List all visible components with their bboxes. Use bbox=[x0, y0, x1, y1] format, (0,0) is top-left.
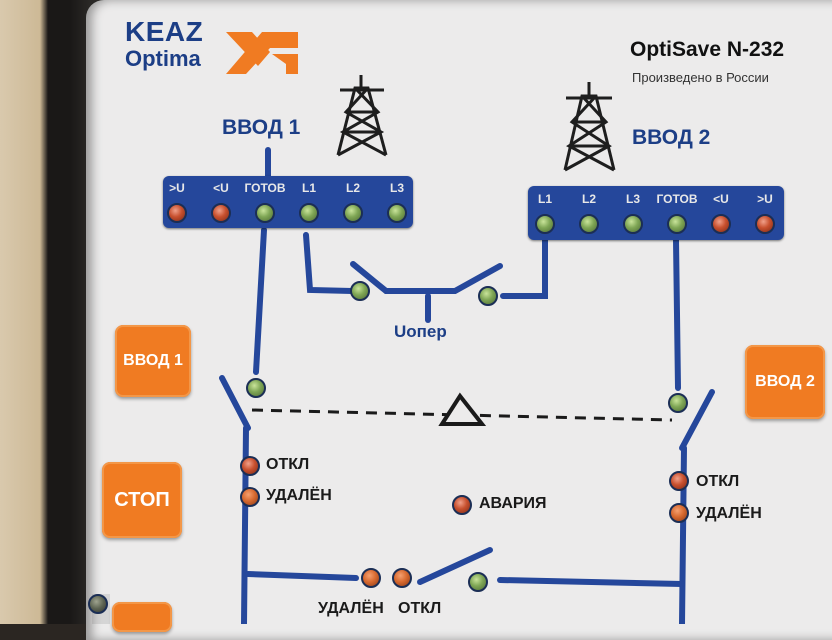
input1-title: ВВОД 1 bbox=[222, 116, 301, 139]
indicator-caption: L2 bbox=[345, 181, 361, 195]
uoper-left-led bbox=[350, 281, 370, 301]
brand-logo-text: KEAZ Optima bbox=[125, 18, 203, 70]
warning-triangle-icon bbox=[438, 392, 487, 426]
indicator-led bbox=[579, 214, 599, 234]
indicator-caption: >U bbox=[757, 192, 773, 206]
indicator-caption: L3 bbox=[389, 181, 405, 195]
input1-indicator-panel bbox=[163, 176, 413, 228]
keaz-logo-icon bbox=[226, 32, 298, 74]
bottom-button[interactable] bbox=[112, 602, 172, 632]
indicator-led bbox=[387, 203, 407, 223]
indicator-caption: L3 bbox=[625, 192, 641, 206]
indicator-led bbox=[255, 203, 275, 223]
single-line-diagram bbox=[92, 32, 715, 624]
indicator-led bbox=[755, 214, 775, 234]
busbar-lines bbox=[219, 147, 715, 624]
indicator-caption: L1 bbox=[537, 192, 553, 206]
brand-name: KEAZ bbox=[125, 16, 204, 47]
indicator-caption: >U bbox=[169, 181, 185, 195]
indicator-led bbox=[167, 203, 187, 223]
breaker1-state-led bbox=[246, 378, 266, 398]
power-tower-icon bbox=[563, 82, 616, 172]
right-remote-label: УДАЛЁН bbox=[696, 505, 762, 522]
left-remote-label: УДАЛЁН bbox=[266, 487, 332, 504]
left-off-label: ОТКЛ bbox=[266, 456, 310, 473]
uoper-right-led bbox=[478, 286, 498, 306]
indicator-caption: L1 bbox=[301, 181, 317, 195]
alarm-label: АВАРИЯ bbox=[479, 495, 547, 512]
indicator-led bbox=[711, 214, 731, 234]
made-in-label: Произведено в России bbox=[632, 70, 769, 85]
sectional-breaker-led bbox=[468, 572, 488, 592]
bottom-remote-label: УДАЛЁН bbox=[318, 600, 384, 617]
indicator-caption: ГОТОВ bbox=[244, 181, 286, 195]
right-off-label: ОТКЛ bbox=[696, 473, 740, 490]
input2-indicator-panel bbox=[528, 186, 784, 240]
input2-title: ВВОД 2 bbox=[632, 126, 711, 149]
power-tower-icon bbox=[336, 75, 388, 157]
bottom-remote-led bbox=[361, 568, 381, 588]
indicator-led bbox=[299, 203, 319, 223]
input1-select-button[interactable]: ВВОД 1 bbox=[115, 325, 191, 397]
indicator-led bbox=[623, 214, 643, 234]
indicator-led bbox=[211, 203, 231, 223]
product-name: OptiSave N-232 bbox=[630, 38, 785, 61]
brand-series: Optima bbox=[125, 46, 201, 71]
front-panel bbox=[86, 0, 832, 640]
indicator-caption: <U bbox=[213, 181, 229, 195]
bottom-off-led bbox=[392, 568, 412, 588]
left-remote-led bbox=[240, 487, 260, 507]
stop-button[interactable]: СТОП bbox=[102, 462, 182, 538]
alarm-led bbox=[452, 495, 472, 515]
breaker2-state-led bbox=[668, 393, 688, 413]
indicator-led bbox=[535, 214, 555, 234]
right-off-led bbox=[669, 471, 689, 491]
bottom-off-label: ОТКЛ bbox=[398, 600, 442, 617]
left-off-led bbox=[240, 456, 260, 476]
indicator-caption: ГОТОВ bbox=[656, 192, 698, 206]
indicator-led bbox=[343, 203, 363, 223]
indicator-caption: <U bbox=[713, 192, 729, 206]
indicator-led bbox=[667, 214, 687, 234]
right-remote-led bbox=[669, 503, 689, 523]
input2-select-button[interactable]: ВВОД 2 bbox=[745, 345, 825, 419]
indicator-caption: L2 bbox=[581, 192, 597, 206]
operating-voltage-label: Uопер bbox=[394, 322, 447, 341]
status-led bbox=[88, 594, 108, 614]
